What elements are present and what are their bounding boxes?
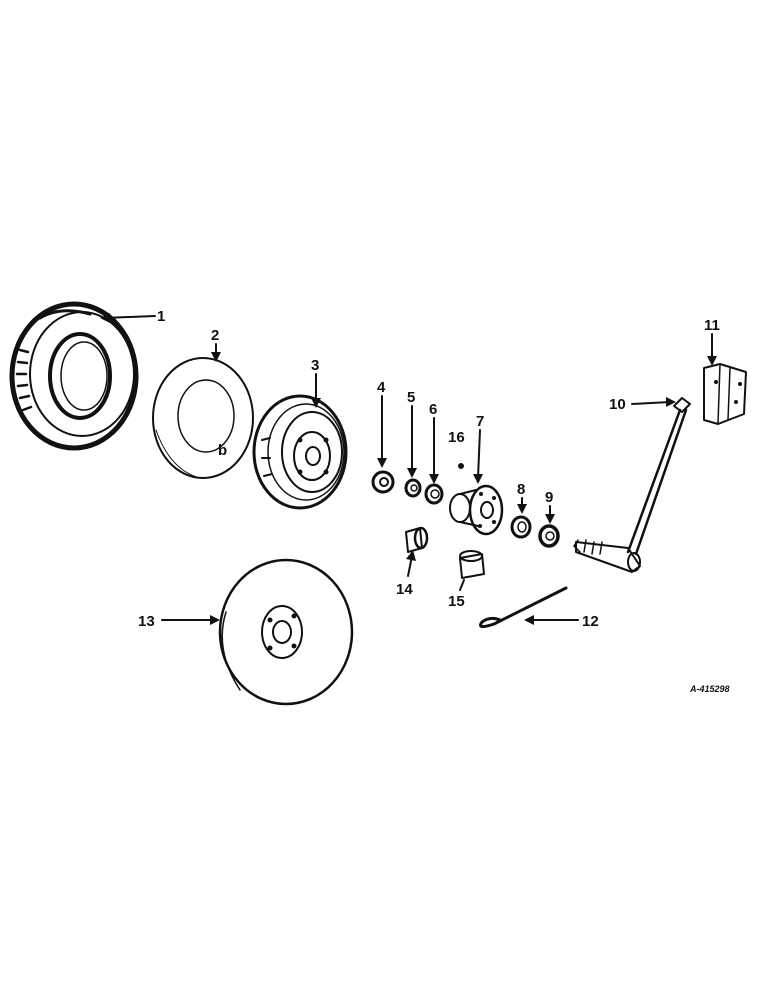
part-13-wheel-assembly [218,558,354,706]
callout-12: 12 [582,613,599,630]
part-12-pin [479,586,568,629]
part-3-rim [252,394,348,510]
callout-14: 14 [396,581,413,598]
part-1-tire [9,301,139,451]
callout-4: 4 [377,379,386,396]
callout-8: 8 [517,481,525,498]
leader-lines [100,313,717,625]
callout-9: 9 [545,489,553,506]
callout-1: 1 [157,308,165,325]
callout-10: 10 [609,396,626,413]
callout-13: 13 [138,613,155,630]
callout-5: 5 [407,389,415,406]
part-8-bearing-cup [510,515,532,539]
callout-11: 11 [704,317,720,334]
callout-6: 6 [429,401,437,418]
part-15-bushing [459,550,485,579]
svg-text:b: b [218,442,227,459]
callout-16: 16 [448,429,465,446]
part-10-spindle [573,397,691,573]
part-16-fitting [458,463,464,469]
drawing-reference-code: A-415298 [689,684,730,694]
part-6-bearing-cup [424,483,444,505]
callout-2: 2 [211,327,219,344]
part-4-bearing-cone [371,470,395,494]
part-9-bearing-cone [538,524,560,548]
callout-3: 3 [311,357,319,374]
callout-labels: 1 2 3 4 5 6 7 8 9 10 11 12 13 14 15 16 [138,308,720,630]
part-14-bushing [405,526,429,553]
part-11-bracket [703,363,747,425]
part-5-seal [404,478,422,498]
callout-7: 7 [476,413,484,430]
part-7-hub [449,484,504,536]
part-2-tube: b [152,357,254,479]
callout-15: 15 [448,593,465,610]
